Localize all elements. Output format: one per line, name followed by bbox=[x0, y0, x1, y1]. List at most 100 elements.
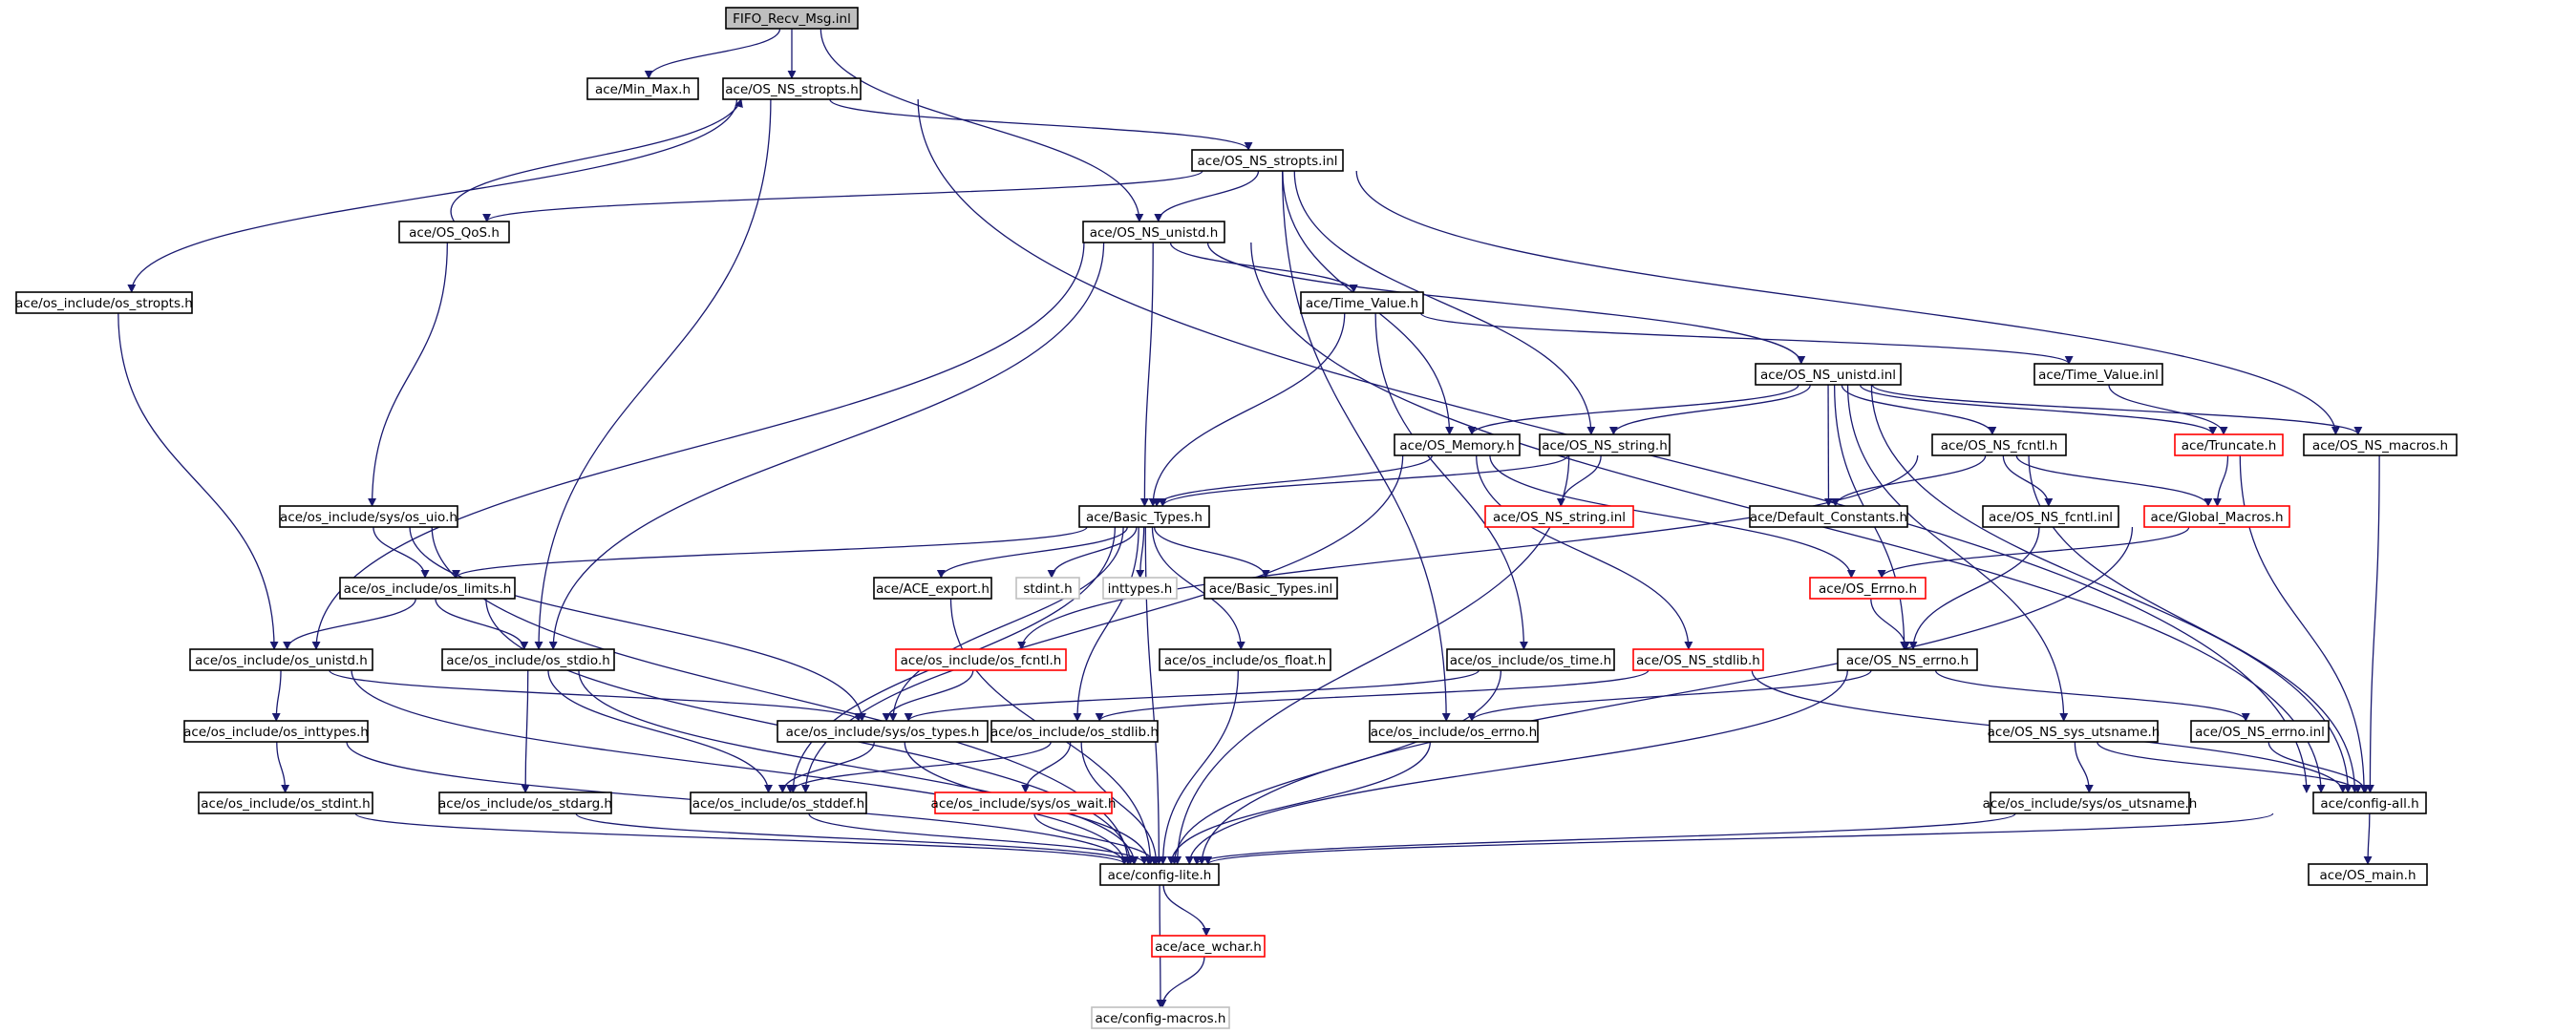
node-box[interactable] bbox=[1102, 577, 1178, 600]
node-osinttypes[interactable]: ace/os_include/os_inttypes.h bbox=[183, 720, 369, 743]
node-osfcntl[interactable]: ace/os_include/os_fcntl.h bbox=[895, 648, 1067, 671]
node-box[interactable] bbox=[189, 648, 373, 671]
node-inttypes[interactable]: inttypes.h bbox=[1102, 577, 1178, 600]
node-syswait[interactable]: ace/os_include/sys/os_wait.h bbox=[931, 791, 1117, 814]
node-box[interactable] bbox=[1203, 577, 1338, 600]
node-minmax[interactable]: ace/Min_Max.h bbox=[586, 77, 699, 100]
node-aceexport[interactable]: ace/ACE_export.h bbox=[873, 577, 992, 600]
node-oslimits[interactable]: ace/os_include/os_limits.h bbox=[339, 577, 516, 600]
node-osstdio[interactable]: ace/os_include/os_stdio.h bbox=[441, 648, 615, 671]
node-box[interactable] bbox=[1989, 720, 2159, 743]
node-box[interactable] bbox=[1159, 648, 1331, 671]
node-box[interactable] bbox=[895, 648, 1067, 671]
node-osstdint[interactable]: ace/os_include/os_stdint.h bbox=[198, 791, 373, 814]
node-box[interactable] bbox=[1091, 1006, 1230, 1029]
node-nsstring_inl[interactable]: ace/OS_NS_string.inl bbox=[1484, 505, 1634, 528]
node-nsstring[interactable]: ace/OS_NS_string.h bbox=[1539, 433, 1671, 456]
node-configall[interactable]: ace/config-all.h bbox=[2312, 791, 2427, 814]
node-box[interactable] bbox=[183, 720, 369, 743]
node-oserrno[interactable]: ace/os_include/os_errno.h bbox=[1369, 720, 1539, 743]
node-box[interactable] bbox=[1749, 505, 1908, 528]
node-box[interactable] bbox=[2033, 363, 2163, 386]
node-unistd_h[interactable]: ace/OS_NS_unistd.h bbox=[1082, 221, 1225, 243]
node-fcntl_inl[interactable]: ace/OS_NS_fcntl.inl bbox=[1982, 505, 2119, 528]
node-osstddef[interactable]: ace/os_include/os_stddef.h bbox=[690, 791, 867, 814]
node-box[interactable] bbox=[1632, 648, 1764, 671]
node-box[interactable] bbox=[1446, 648, 1615, 671]
node-osmain[interactable]: ace/OS_main.h bbox=[2308, 863, 2428, 886]
node-memory[interactable]: ace/OS_Memory.h bbox=[1394, 433, 1521, 456]
node-systypes[interactable]: ace/os_include/sys/os_types.h bbox=[777, 720, 989, 743]
node-stropts_h[interactable]: ace/OS_NS_stropts.h bbox=[722, 77, 862, 100]
node-configlite[interactable]: ace/config-lite.h bbox=[1099, 863, 1220, 886]
node-box[interactable] bbox=[1484, 505, 1634, 528]
node-sysutsname[interactable]: ace/os_include/sys/os_utsname.h bbox=[1983, 791, 2198, 814]
node-osstdlib[interactable]: ace/os_include/os_stdlib.h bbox=[990, 720, 1159, 743]
node-box[interactable] bbox=[1837, 648, 1978, 671]
node-defconst[interactable]: ace/Default_Constants.h bbox=[1749, 505, 1908, 528]
node-basic[interactable]: ace/Basic_Types.h bbox=[1078, 505, 1210, 528]
node-box[interactable] bbox=[398, 221, 510, 243]
node-fcntl_h[interactable]: ace/OS_NS_fcntl.h bbox=[1931, 433, 2067, 456]
node-stdint[interactable]: stdint.h bbox=[1015, 577, 1080, 600]
node-sysuio[interactable]: ace/os_include/sys/os_uio.h bbox=[279, 505, 458, 528]
node-box[interactable] bbox=[2174, 433, 2284, 456]
node-basic_inl[interactable]: ace/Basic_Types.inl bbox=[1203, 577, 1338, 600]
node-timevalue_inl[interactable]: ace/Time_Value.inl bbox=[2033, 363, 2163, 386]
node-ostime[interactable]: ace/os_include/os_time.h bbox=[1446, 648, 1615, 671]
node-box[interactable] bbox=[441, 648, 615, 671]
node-box[interactable] bbox=[1539, 433, 1671, 456]
node-box[interactable] bbox=[198, 791, 373, 814]
node-oserrno_h[interactable]: ace/OS_Errno.h bbox=[1809, 577, 1927, 600]
node-box[interactable] bbox=[1809, 577, 1927, 600]
node-box[interactable] bbox=[777, 720, 989, 743]
node-box[interactable] bbox=[1191, 149, 1344, 172]
node-box[interactable] bbox=[1931, 433, 2067, 456]
node-box[interactable] bbox=[1015, 577, 1080, 600]
node-globalmacros[interactable]: ace/Global_Macros.h bbox=[2143, 505, 2290, 528]
node-box[interactable] bbox=[1300, 291, 1424, 314]
node-box[interactable] bbox=[1982, 505, 2119, 528]
node-box[interactable] bbox=[725, 7, 859, 30]
node-unistd_inl[interactable]: ace/OS_NS_unistd.inl bbox=[1755, 363, 1902, 386]
node-nserrno[interactable]: ace/OS_NS_errno.h bbox=[1837, 648, 1978, 671]
node-box[interactable] bbox=[2190, 720, 2330, 743]
node-box[interactable] bbox=[279, 505, 458, 528]
node-box[interactable] bbox=[339, 577, 516, 600]
node-osstdarg[interactable]: ace/os_include/os_stdarg.h bbox=[438, 791, 612, 814]
node-box[interactable] bbox=[1151, 935, 1266, 958]
node-box[interactable] bbox=[722, 77, 862, 100]
node-osunistd[interactable]: ace/os_include/os_unistd.h bbox=[189, 648, 373, 671]
node-box[interactable] bbox=[438, 791, 612, 814]
node-box[interactable] bbox=[1078, 505, 1210, 528]
node-utsname_h[interactable]: ace/OS_NS_sys_utsname.h bbox=[1988, 720, 2161, 743]
node-box[interactable] bbox=[1990, 791, 2190, 814]
node-nsstdlib[interactable]: ace/OS_NS_stdlib.h bbox=[1632, 648, 1764, 671]
node-box[interactable] bbox=[1369, 720, 1539, 743]
node-box[interactable] bbox=[15, 291, 193, 314]
node-timevalue_h[interactable]: ace/Time_Value.h bbox=[1300, 291, 1424, 314]
node-configmacros[interactable]: ace/config-macros.h bbox=[1091, 1006, 1230, 1029]
node-box[interactable] bbox=[873, 577, 992, 600]
node-qos[interactable]: ace/OS_QoS.h bbox=[398, 221, 510, 243]
node-fifo[interactable]: FIFO_Recv_Msg.inl bbox=[725, 7, 859, 30]
node-box[interactable] bbox=[1394, 433, 1521, 456]
node-stropts_inl[interactable]: ace/OS_NS_stropts.inl bbox=[1191, 149, 1344, 172]
node-truncate[interactable]: ace/Truncate.h bbox=[2174, 433, 2284, 456]
node-box[interactable] bbox=[690, 791, 867, 814]
node-box[interactable] bbox=[1082, 221, 1225, 243]
node-box[interactable] bbox=[934, 791, 1113, 814]
node-box[interactable] bbox=[2312, 791, 2427, 814]
node-acewchar[interactable]: ace/ace_wchar.h bbox=[1151, 935, 1266, 958]
node-box[interactable] bbox=[586, 77, 699, 100]
node-nserrno_inl[interactable]: ace/OS_NS_errno.inl bbox=[2190, 720, 2330, 743]
node-box[interactable] bbox=[1755, 363, 1902, 386]
node-box[interactable] bbox=[990, 720, 1159, 743]
node-box[interactable] bbox=[1099, 863, 1220, 886]
node-osi_stropts[interactable]: ace/os_include/os_stropts.h bbox=[15, 291, 193, 314]
node-macros[interactable]: ace/OS_NS_macros.h bbox=[2303, 433, 2458, 456]
node-osfloat[interactable]: ace/os_include/os_float.h bbox=[1159, 648, 1331, 671]
node-box[interactable] bbox=[2303, 433, 2458, 456]
node-box[interactable] bbox=[2308, 863, 2428, 886]
node-box[interactable] bbox=[2143, 505, 2290, 528]
